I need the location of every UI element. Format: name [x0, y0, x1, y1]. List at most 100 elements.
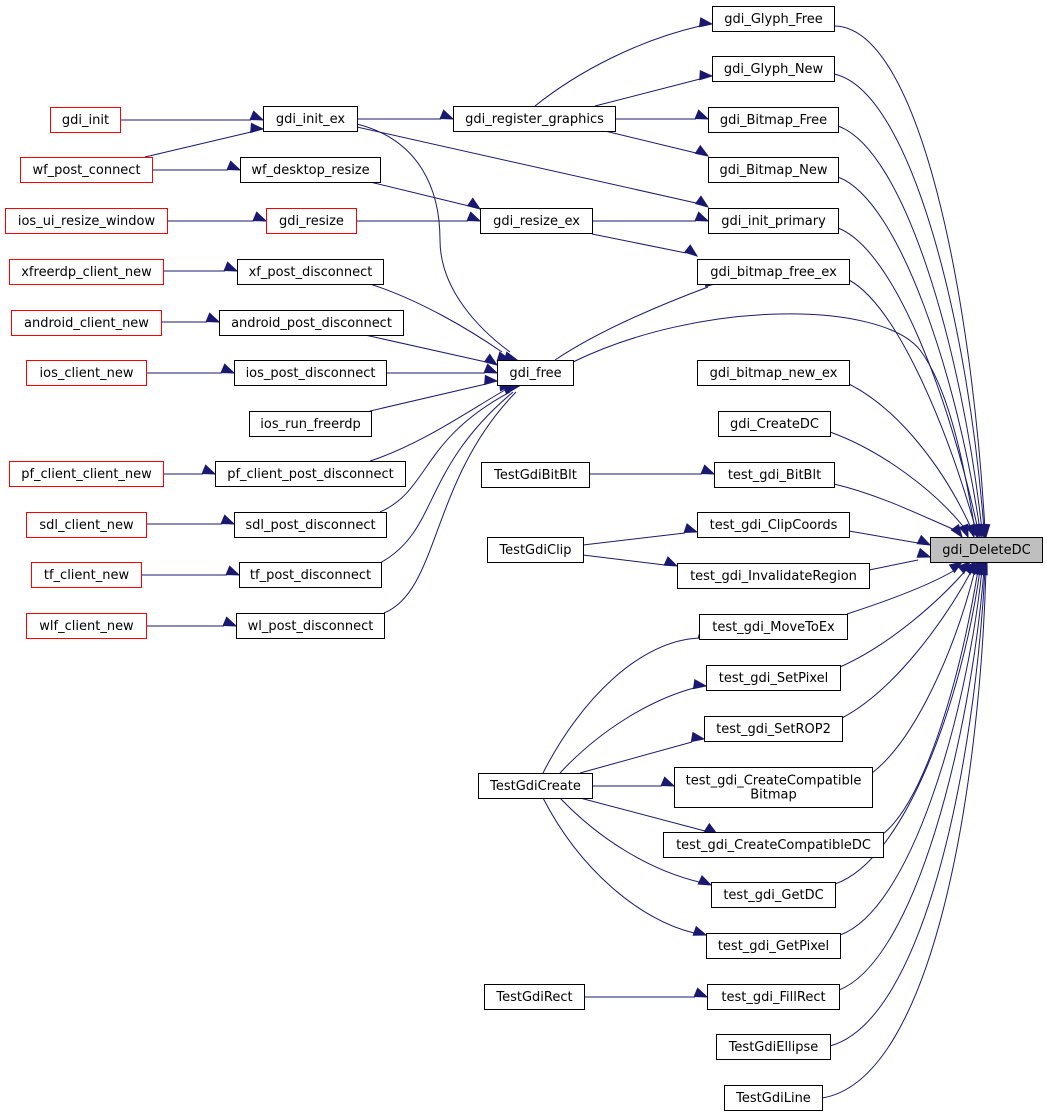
node-gdi_bitmap_free_ex[interactable]: gdi_bitmap_free_ex	[697, 259, 850, 285]
node-label: gdi_resize	[279, 214, 344, 229]
node-gdi_Bitmap_New[interactable]: gdi_Bitmap_New	[708, 157, 839, 183]
node-test_gdi_FillRect[interactable]: test_gdi_FillRect	[707, 984, 840, 1010]
node-TestGdiCreate[interactable]: TestGdiCreate	[478, 773, 593, 799]
node-gdi_resize_ex[interactable]: gdi_resize_ex	[480, 208, 593, 234]
edge-line	[837, 176, 981, 531]
node-box	[674, 767, 873, 808]
node-label: test_gdi_InvalidateRegion	[690, 569, 857, 584]
node-test_gdi_GetPixel[interactable]: test_gdi_GetPixel	[706, 933, 841, 959]
node-wf_post_connect[interactable]: wf_post_connect	[20, 157, 153, 183]
edge-line	[839, 569, 983, 936]
node-test_gdi_BitBlt[interactable]: test_gdi_BitBlt	[714, 462, 835, 488]
edge-android_post_disconnect-to-gdi_free	[364, 334, 499, 366]
node-box	[266, 208, 357, 234]
node-box	[26, 360, 147, 386]
edge-wlf_client_new-to-wl_post_disconnect	[146, 616, 238, 627]
node-gdi_init_ex[interactable]: gdi_init_ex	[263, 106, 358, 132]
node-test_gdi_ClipCoords[interactable]: test_gdi_ClipCoords	[697, 512, 850, 538]
node-wlf_client_new[interactable]: wlf_client_new	[26, 613, 147, 639]
node-test_gdi_InvalidateRegion[interactable]: test_gdi_InvalidateRegion	[677, 563, 870, 589]
node-ios_client_new[interactable]: ios_client_new	[26, 360, 147, 386]
edge-TestGdiRect-to-test_gdi_FillRect	[584, 987, 709, 998]
node-gdi_free[interactable]: gdi_free	[497, 360, 574, 386]
edge-line	[356, 123, 511, 353]
node-box	[708, 157, 839, 183]
edge-line	[833, 483, 956, 531]
edge-line	[848, 279, 977, 531]
edge-line	[572, 313, 976, 531]
node-test_gdi_GetDC[interactable]: test_gdi_GetDC	[711, 882, 836, 908]
node-xf_post_disconnect[interactable]: xf_post_disconnect	[237, 259, 384, 285]
edge-test_gdi_InvalidateRegion-to-gdi_DeleteDC	[868, 547, 932, 571]
edge-gdi_bitmap_free_ex-to-gdi_DeleteDC	[848, 279, 981, 539]
node-TestGdiClip[interactable]: TestGdiClip	[487, 537, 584, 563]
node-label: wlf_client_new	[39, 619, 134, 634]
edge-gdi_Glyph_Free-to-gdi_DeleteDC	[833, 25, 991, 539]
node-gdi_init[interactable]: gdi_init	[50, 107, 121, 133]
node-box	[697, 360, 850, 386]
node-box	[249, 411, 372, 437]
node-gdi_init_primary[interactable]: gdi_init_primary	[708, 208, 839, 234]
node-android_client_new[interactable]: android_client_new	[11, 310, 162, 336]
edge-line	[833, 73, 985, 531]
edge-tf_client_new-to-tf_post_disconnect	[141, 565, 241, 576]
node-test_gdi_SetPixel[interactable]: test_gdi_SetPixel	[706, 665, 841, 691]
arrowhead-icon	[222, 616, 238, 627]
arrowhead-icon	[226, 160, 242, 171]
node-gdi_bitmap_new_ex[interactable]: gdi_bitmap_new_ex	[697, 360, 850, 386]
node-box	[487, 537, 584, 563]
node-gdi_register_graphics[interactable]: gdi_register_graphics	[453, 106, 616, 132]
node-test_gdi_SetROP2[interactable]: test_gdi_SetROP2	[704, 716, 843, 742]
arrowhead-icon	[660, 776, 676, 787]
node-box	[50, 107, 121, 133]
node-box	[697, 259, 850, 285]
node-TestGdiBitBlt[interactable]: TestGdiBitBlt	[481, 462, 590, 488]
edge-TestGdiLine-to-gdi_DeleteDC	[821, 560, 988, 1099]
node-pf_client_client_new[interactable]: pf_client_client_new	[9, 461, 164, 487]
node-pf_client_post_disconnect[interactable]: pf_client_post_disconnect	[215, 461, 406, 487]
node-gdi_CreateDC[interactable]: gdi_CreateDC	[718, 411, 831, 437]
edge-line	[604, 130, 697, 154]
node-test_gdi_MoveToEx[interactable]: test_gdi_MoveToEx	[699, 614, 848, 640]
edge-line	[848, 530, 919, 544]
node-label: pf_client_client_new	[21, 467, 152, 482]
node-sdl_post_disconnect[interactable]: sdl_post_disconnect	[234, 512, 387, 538]
node-box	[234, 360, 387, 386]
node-box	[714, 462, 835, 488]
node-gdi_Bitmap_Free[interactable]: gdi_Bitmap_Free	[708, 107, 839, 133]
edge-gdi_register_graphics-to-gdi_Glyph_Free	[534, 17, 714, 107]
arrowhead-icon	[958, 523, 969, 539]
node-test_gdi_CreateCompatibleDC[interactable]: test_gdi_CreateCompatibleDC	[663, 832, 884, 858]
edge-pf_client_client_new-to-pf_client_post_disconnect	[163, 464, 217, 475]
node-label: gdi_Bitmap_New	[720, 163, 828, 178]
node-gdi_Glyph_Free[interactable]: gdi_Glyph_Free	[712, 6, 835, 32]
node-label: gdi_register_graphics	[465, 112, 604, 127]
node-tf_post_disconnect[interactable]: tf_post_disconnect	[239, 562, 382, 588]
node-sdl_client_new[interactable]: sdl_client_new	[26, 512, 147, 538]
arrowhead-icon	[950, 523, 963, 539]
node-ios_ui_resize_window[interactable]: ios_ui_resize_window	[5, 208, 168, 234]
node-TestGdiEllipse[interactable]: TestGdiEllipse	[716, 1034, 831, 1060]
arrowhead-icon	[916, 534, 932, 546]
node-ios_run_freerdp[interactable]: ios_run_freerdp	[249, 411, 372, 437]
arrowhead-icon	[697, 875, 713, 886]
node-box	[9, 259, 164, 285]
node-wl_post_disconnect[interactable]: wl_post_disconnect	[236, 613, 385, 639]
node-box	[711, 882, 836, 908]
arrowhead-icon	[693, 987, 709, 998]
edge-wf_desktop_resize-to-gdi_resize_ex	[369, 181, 482, 210]
node-ios_post_disconnect[interactable]: ios_post_disconnect	[234, 360, 387, 386]
node-xfreerdp_client_new[interactable]: xfreerdp_client_new	[9, 259, 164, 285]
node-box	[263, 106, 358, 132]
node-TestGdiRect[interactable]: TestGdiRect	[484, 984, 585, 1010]
node-gdi_resize[interactable]: gdi_resize	[266, 208, 357, 234]
node-box	[712, 56, 835, 82]
node-label: Bitmap	[750, 788, 797, 803]
node-android_post_disconnect[interactable]: android_post_disconnect	[219, 310, 404, 336]
node-wf_desktop_resize[interactable]: wf_desktop_resize	[240, 157, 381, 183]
node-tf_client_new[interactable]: tf_client_new	[31, 562, 142, 588]
node-gdi_Glyph_New[interactable]: gdi_Glyph_New	[712, 56, 835, 82]
node-TestGdiLine[interactable]: TestGdiLine	[724, 1085, 823, 1111]
